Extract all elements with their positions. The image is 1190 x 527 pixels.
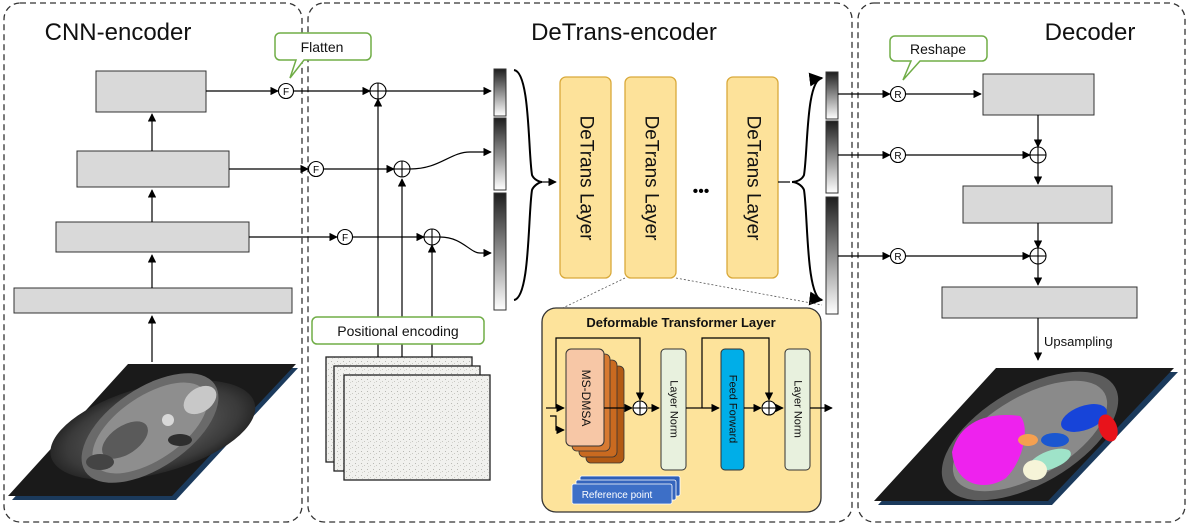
token-col-in-2: [493, 192, 507, 311]
cnn-block-4: [95, 70, 207, 113]
reshape-callout: Reshape: [889, 35, 988, 81]
svg-text:F: F: [342, 233, 348, 244]
msdmsa-label: MS-DMSA: [579, 370, 593, 427]
svg-text:F: F: [313, 165, 319, 176]
token-col-in-4: [493, 68, 507, 117]
detrans-layer-2-label: DeTrans Layer: [640, 116, 661, 242]
svg-text:R: R: [894, 252, 901, 263]
add-op-decoder-2: [1029, 247, 1047, 265]
decoder-panel: [857, 2, 1186, 523]
positional-encoding-maps: [325, 356, 491, 481]
decoder-block-3: [941, 286, 1138, 319]
flatten-op-4: F: [277, 82, 295, 100]
token-col-out-3: [825, 120, 839, 194]
right-brace: [791, 72, 824, 306]
detrans-layer-stack: DeTrans Layer DeTrans Layer DeTrans Laye…: [559, 76, 779, 279]
detrans-layer-1: [559, 76, 612, 279]
detrans-layer-2: [624, 76, 677, 279]
reshape-op-4: R: [889, 85, 907, 103]
decoder-block-2: [962, 185, 1113, 224]
add-op-residual-1: [632, 400, 648, 416]
detrans-encoder-panel: [307, 2, 853, 523]
flatten-op-2: F: [336, 228, 354, 246]
deformable-transformer-block: Deformable Transformer Layer MS-DMSA Lay…: [541, 307, 833, 513]
detrans-layer-n-label: DeTrans Layer: [742, 116, 763, 242]
reshape-op-3: R: [889, 146, 907, 164]
cnn-encoder-title: CNN-encoder: [45, 19, 192, 46]
layer-norm-1-box: [660, 348, 687, 471]
reshape-label: Reshape: [910, 41, 966, 57]
cnn-feature-blocks: [13, 70, 293, 314]
svg-text:F: F: [283, 87, 289, 98]
add-op-residual-2: [761, 400, 777, 416]
cnn-block-1: [13, 287, 293, 314]
add-op-decoder-1: [1029, 146, 1047, 164]
reference-point-label: Reference point: [582, 490, 653, 501]
cnn-block-2: [55, 221, 250, 253]
feed-forward-label: Feed Forward: [727, 375, 739, 443]
decoder-blocks: [941, 73, 1138, 319]
token-col-out-4: [825, 71, 839, 120]
add-op-pe-2: [423, 228, 441, 246]
input-token-columns: [493, 68, 507, 311]
token-col-in-3: [493, 117, 507, 191]
input-ct-image: [8, 364, 298, 500]
deformable-block-title: Deformable Transformer Layer: [586, 315, 775, 330]
feed-forward-box: [720, 348, 745, 471]
decoder-block-1: [982, 73, 1095, 116]
cnn-block-3: [76, 150, 230, 188]
svg-text:R: R: [894, 151, 901, 162]
add-op-pe-4: [369, 82, 387, 100]
token-col-out-2: [825, 196, 839, 315]
upsampling-label: Upsampling: [1044, 334, 1113, 349]
layer-norm-2-box: [784, 348, 811, 471]
flatten-op-3: F: [307, 160, 325, 178]
ellipsis: •••: [693, 183, 710, 200]
segmentation-output-image: [874, 368, 1178, 505]
flatten-callout: Flatten: [274, 32, 372, 79]
positional-encoding-callout: Positional encoding: [311, 316, 485, 345]
pe-map-1: [343, 374, 491, 481]
left-brace: [513, 69, 543, 301]
flatten-label: Flatten: [301, 39, 344, 55]
layer-norm-2-label: Layer Norm: [792, 380, 804, 437]
detrans-layer-n: [726, 76, 779, 279]
svg-text:R: R: [894, 90, 901, 101]
reference-point-box: [571, 483, 673, 505]
detrans-encoder-title: DeTrans-encoder: [531, 19, 717, 46]
detrans-layer-1-label: DeTrans Layer: [575, 116, 596, 242]
layer-norm-1-label: Layer Norm: [668, 380, 680, 437]
add-op-pe-3: [393, 160, 411, 178]
decoder-title: Decoder: [1045, 19, 1136, 46]
output-token-columns: [825, 71, 839, 315]
reshape-op-2: R: [889, 247, 907, 265]
cnn-encoder-panel: [3, 2, 303, 523]
msdmsa-box: [565, 348, 605, 447]
positional-encoding-label: Positional encoding: [337, 323, 458, 339]
